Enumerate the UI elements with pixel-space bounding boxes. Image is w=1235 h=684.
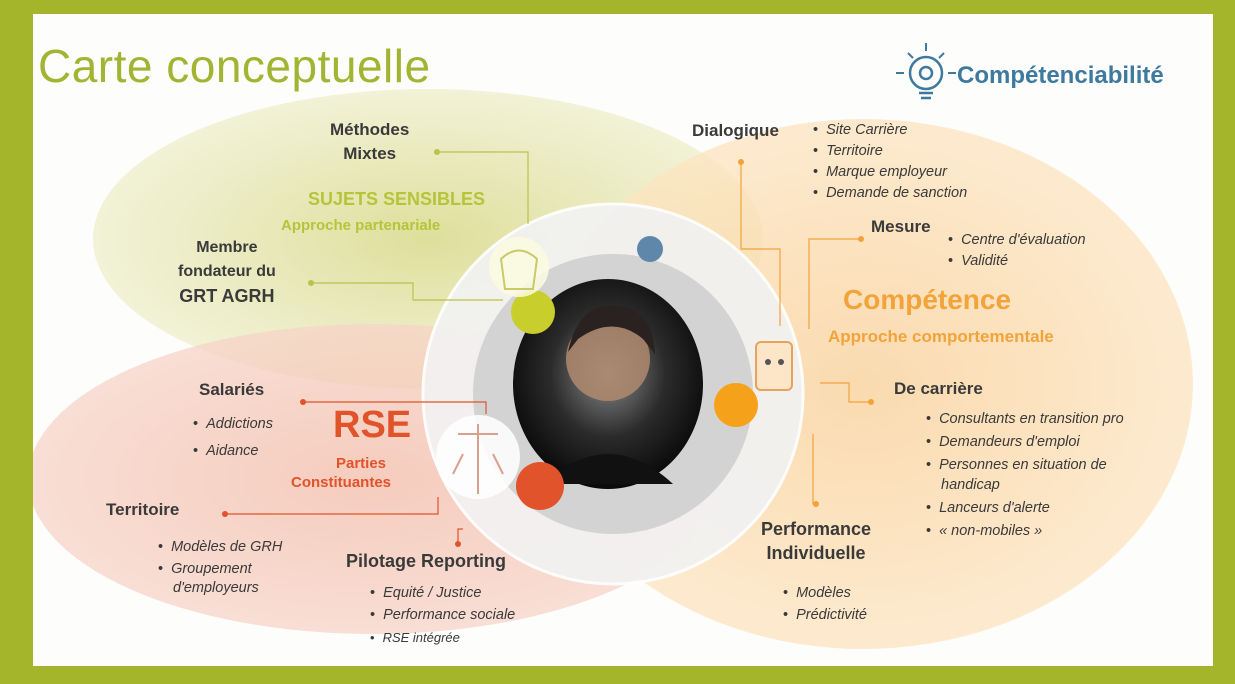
membre-line2: fondateur du — [178, 263, 276, 280]
list-item: Demande de sanction — [813, 184, 967, 202]
rse-title: RSE — [333, 404, 412, 446]
list-item: Personnes en situation de handicap — [926, 455, 1131, 495]
rse-subtitle-line2: Constituantes — [291, 474, 392, 491]
list-item: Marque employeur — [813, 163, 967, 181]
blue-dot — [637, 236, 663, 262]
membre-line1: Membre — [196, 239, 258, 256]
performance-list: Modèles Prédictivité — [783, 584, 867, 628]
list-item: Addictions — [193, 412, 273, 436]
salaries-label: Salariés — [199, 380, 265, 399]
methodes-mixtes-label: Méthodes Mixtes — [330, 118, 409, 166]
list-item: Lanceurs d'alerte — [926, 498, 1131, 518]
list-item: « non-mobiles » — [926, 521, 1131, 541]
performance-line1: Performance — [761, 519, 872, 539]
rse-subtitle: Parties Constituantes — [291, 454, 391, 492]
orange-dot — [714, 383, 758, 427]
membre-line3: GRT AGRH — [179, 286, 275, 306]
list-item: Equité / Justice — [370, 584, 515, 603]
brand-name: Compétenciabilité — [957, 62, 1164, 89]
pilotage-list: Equité / Justice Performance sociale RSE… — [370, 584, 516, 650]
competence-title: Compétence — [843, 284, 1012, 315]
list-item: Territoire — [813, 142, 967, 160]
territoire-label: Territoire — [106, 500, 180, 519]
salaries-list: Addictions Aidance — [193, 412, 273, 466]
sensibles-subtitle: Approche partenariale — [281, 217, 441, 234]
dialogique-list: Site Carrière Territoire Marque employeu… — [813, 121, 967, 205]
membre-fondateur-label: Membre fondateur du GRT AGRH — [178, 236, 276, 308]
list-item: Groupement d'employeurs — [158, 560, 318, 598]
slide-canvas: Carte conceptuelle Compétenciabilité Mét… — [33, 14, 1213, 666]
list-item: Demandeurs d'emploi — [926, 432, 1131, 452]
carriere-label: De carrière — [894, 379, 983, 398]
performance-label: Performance Individuelle — [761, 517, 871, 565]
mesure-list: Centre d'évaluation Validité — [948, 231, 1086, 273]
list-item: Modèles de GRH — [158, 538, 318, 557]
competence-subtitle: Approche comportementale — [828, 327, 1054, 346]
rse-subtitle-line1: Parties — [335, 455, 387, 472]
red-dot — [516, 462, 564, 510]
carriere-list: Consultants en transition pro Demandeurs… — [926, 409, 1131, 544]
list-item: Performance sociale — [370, 606, 515, 625]
performance-line2: Individuelle — [766, 543, 866, 563]
dialogique-label: Dialogique — [692, 121, 779, 140]
list-item: Aidance — [193, 439, 273, 463]
territoire-list: Modèles de GRH Groupement d'employeurs — [158, 538, 318, 601]
list-item: Prédictivité — [783, 606, 867, 625]
list-item: Consultants en transition pro — [926, 409, 1131, 429]
list-item: Site Carrière — [813, 121, 967, 139]
pilotage-label: Pilotage Reporting — [346, 551, 507, 571]
list-item: Centre d'évaluation — [948, 231, 1086, 249]
competence-emblem — [755, 341, 793, 391]
olive-dot — [511, 290, 555, 334]
list-item: Validité — [948, 252, 1086, 270]
methodes-line1: Méthodes — [330, 120, 410, 139]
page-title: Carte conceptuelle — [38, 40, 431, 92]
list-item: Modèles — [783, 584, 867, 603]
mesure-label: Mesure — [871, 217, 931, 236]
lightbulb-gear-icon — [896, 43, 956, 100]
list-item: RSE intégrée — [370, 628, 515, 647]
methodes-line2: Mixtes — [343, 144, 397, 163]
sensibles-title: SUJETS SENSIBLES — [308, 189, 486, 209]
